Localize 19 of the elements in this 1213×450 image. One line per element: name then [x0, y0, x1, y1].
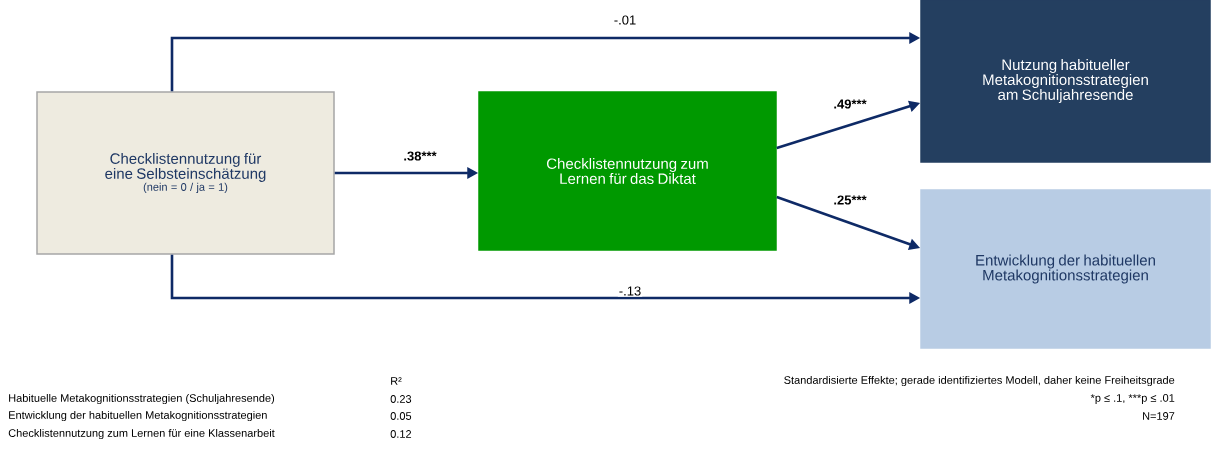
edge-label: -.13 — [617, 285, 643, 297]
note-text: Checklistennutzung zum Lernen für eine Klassenarbeit — [8, 428, 275, 440]
note-text: 0.12 — [390, 430, 412, 438]
edge-label: -.01 — [612, 14, 638, 26]
variable-box: Checklistennutzung für eine Selbsteinschätzung (nein = 0 / ja = 1) — [36, 91, 335, 255]
edge-label: .25*** — [832, 194, 868, 206]
note-text: R² — [391, 377, 402, 385]
variable-box: Checklistennutzung zum Lernen für das Diktat — [478, 91, 777, 251]
variable-box: Entwicklung der habituellen Metakognitionsstrategien — [920, 189, 1211, 349]
note-text: Habituelle Metakognitionsstrategien (Schuljahresende) — [9, 393, 275, 405]
note-text: Entwicklung der habituellen Metakognitionsstrategien — [9, 410, 267, 422]
note-text: Standardisierte Effekte; gerade identifiziertes Modell, daher keine Freiheitsgrade — [784, 375, 1175, 387]
edge-label: .38*** — [402, 150, 438, 162]
note-text: *p ≤ .1, ***p ≤ .01 — [1090, 394, 1175, 404]
variable-box: Nutzung habitueller Metakognitionsstrategien am Schuljahresende — [920, 0, 1211, 163]
note-text: 0.05 — [390, 412, 412, 420]
note-text: 0.23 — [390, 395, 412, 403]
edge-label: .49*** — [832, 98, 868, 110]
note-text: N=197 — [1143, 412, 1175, 420]
